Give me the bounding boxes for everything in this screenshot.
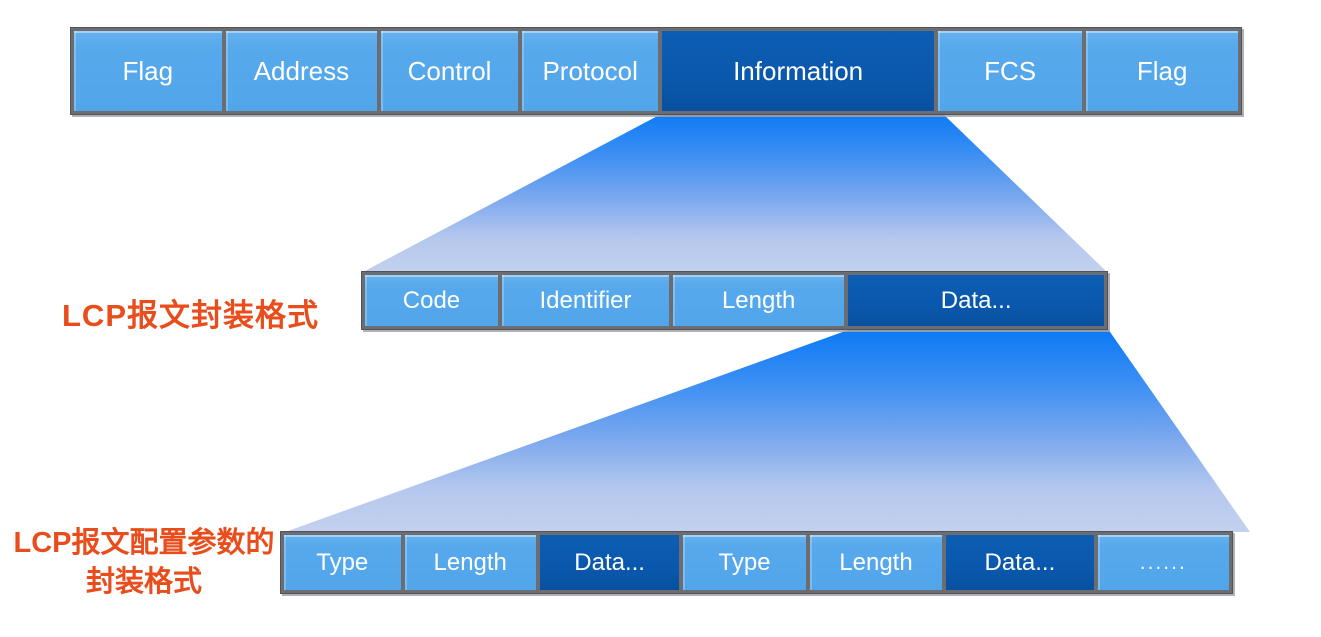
field-label: Data... — [940, 286, 1012, 314]
lcp-packet-row: Code Identifier Length Data... — [361, 271, 1108, 330]
option-field-ellipsis: ...... — [1097, 535, 1229, 590]
zoom-beam-information-to-lcp — [361, 111, 1108, 273]
field-label: Data... — [574, 548, 645, 576]
field-label: Code — [402, 286, 461, 314]
field-label: Data... — [984, 548, 1056, 576]
field-label: Type — [718, 548, 771, 576]
ppp-field-fcs: FCS — [937, 31, 1083, 111]
lcp-packet-format-label: LCP报文封装格式 — [62, 298, 319, 333]
field-label: Flag — [1136, 55, 1188, 86]
field-label: Information — [733, 55, 864, 86]
ppp-field-flag-left: Flag — [74, 31, 222, 111]
ellipsis-label: ...... — [1139, 550, 1187, 574]
field-label: Type — [316, 548, 369, 576]
ppp-field-address: Address — [225, 31, 378, 111]
ppp-field-control: Control — [381, 31, 518, 111]
ppp-field-information: Information — [662, 31, 934, 111]
field-label: Protocol — [542, 55, 638, 86]
field-label: FCS — [984, 55, 1037, 86]
lcp-field-code: Code — [365, 275, 498, 326]
option-field-data-2: Data... — [946, 535, 1094, 590]
option-field-type-1: Type — [284, 535, 401, 590]
field-label: Length — [433, 548, 507, 576]
lcp-option-format-label: LCP报文配置参数的 封装格式 — [6, 524, 282, 602]
lcp-field-data: Data... — [848, 275, 1105, 326]
field-label: Length — [721, 286, 796, 314]
ppp-frame-row: Flag Address Control Protocol Informatio… — [70, 27, 1242, 115]
field-label: Control — [407, 55, 492, 86]
lcp-option-format-label-line2: 封装格式 — [85, 566, 202, 599]
lcp-field-identifier: Identifier — [501, 275, 670, 326]
lcp-option-row: Type Length Data... Type Length Data... … — [280, 531, 1233, 594]
ppp-field-protocol: Protocol — [521, 31, 659, 111]
option-field-data-1: Data... — [539, 535, 680, 590]
lcp-field-length: Length — [673, 275, 845, 326]
lcp-option-format-label-line1: LCP报文配置参数的 — [13, 527, 275, 559]
field-label: Address — [253, 55, 350, 86]
option-field-length-2: Length — [809, 535, 943, 590]
field-label: Length — [839, 548, 913, 576]
ppp-field-flag-right: Flag — [1086, 31, 1238, 111]
field-label: Identifier — [539, 286, 632, 314]
field-label: Flag — [122, 55, 174, 86]
zoom-beam-data-to-options — [285, 329, 1250, 532]
option-field-length-1: Length — [404, 535, 536, 590]
option-field-type-2: Type — [683, 535, 806, 590]
